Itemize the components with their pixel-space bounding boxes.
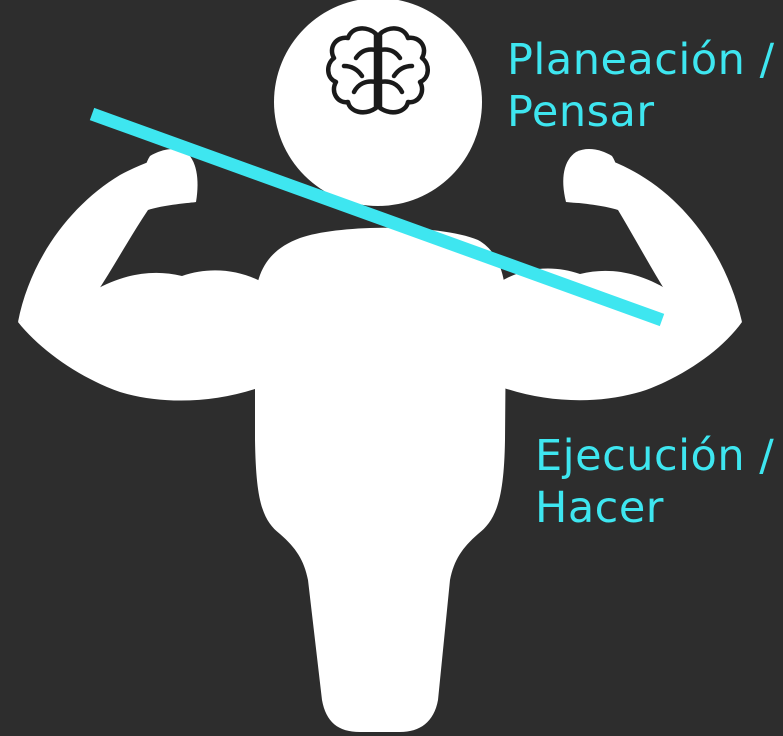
brain-icon (326, 26, 430, 115)
right-bicep (500, 268, 742, 401)
planning-label-line2: Pensar (507, 87, 655, 137)
torso (254, 227, 507, 732)
divider-line (89, 107, 665, 327)
execution-label-line2: Hacer (535, 483, 664, 533)
execution-label-line1: Ejecución / (535, 431, 775, 481)
left-fist (144, 149, 198, 203)
left-bicep (18, 270, 262, 401)
right-fist (563, 149, 618, 203)
planning-label: Planeación / Pensar (507, 34, 775, 138)
execution-label: Ejecución / Hacer (535, 430, 774, 534)
planning-label-line1: Planeación / (507, 35, 775, 85)
